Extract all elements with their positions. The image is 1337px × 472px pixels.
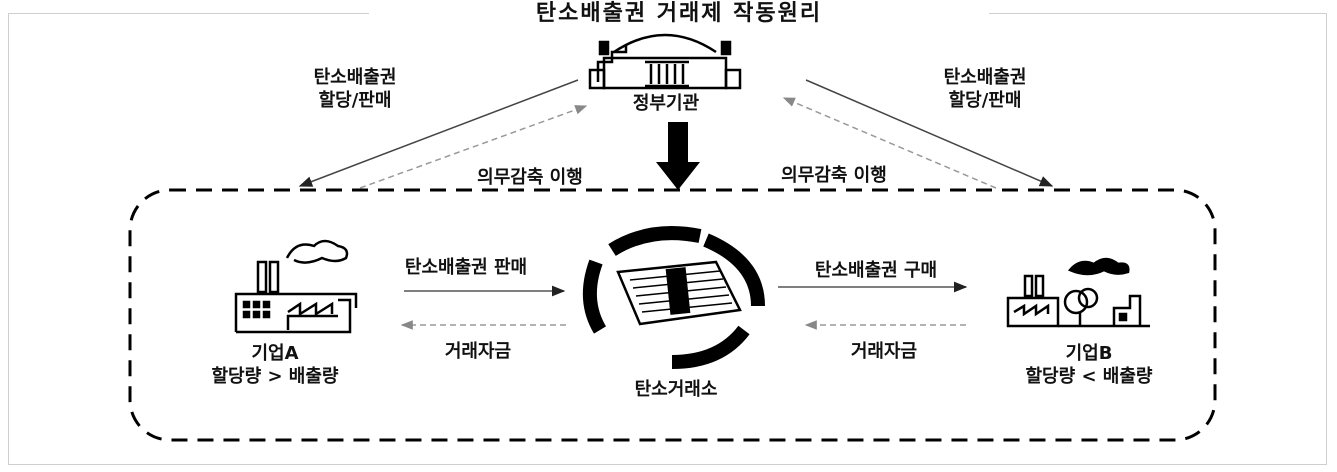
company-a-relation: 할당량 > 배출량 (211, 366, 339, 387)
diagram-frame: 탄소배출권 거래제 작동원리 (8, 2, 1327, 465)
diagram-title: 탄소배출권 거래제 작동원리 (369, 2, 989, 26)
government-building-icon (588, 33, 742, 90)
money-exchange-icon (582, 226, 765, 369)
allocation-left-line1: 탄소배출권 (313, 67, 397, 88)
funds-right-label: 거래자금 (850, 341, 918, 362)
company-b-name: 기업B (1065, 343, 1113, 364)
funds-left-label: 거래자금 (444, 341, 512, 362)
reduction-arrow-right (782, 97, 997, 189)
factory-with-tree-icon (1006, 257, 1150, 328)
company-a-name: 기업A (251, 343, 299, 364)
allocation-right-label: 탄소배출권 할당/판매 (920, 66, 1050, 112)
market-boundary (128, 188, 1217, 442)
sell-label: 탄소배출권 판매 (404, 257, 528, 278)
allocation-right-line1: 탄소배출권 (943, 67, 1027, 88)
exchange-label: 탄소거래소 (634, 379, 718, 400)
reduction-arrow-left (359, 105, 588, 189)
buy-label: 탄소배출권 구매 (814, 260, 938, 281)
allocation-left-line2: 할당/판매 (318, 90, 392, 111)
allocation-left-label: 탄소배출권 할당/판매 (290, 66, 420, 112)
factory-icon (234, 239, 358, 334)
allocation-arrow-right (805, 79, 1054, 187)
allocation-right-line2: 할당/판매 (948, 90, 1022, 111)
big-down-arrow (656, 122, 700, 190)
government-label: 정부기관 (632, 93, 700, 114)
company-a-label: 기업A 할당량 > 배출량 (180, 342, 370, 388)
reduction-right-label: 의무감축 이행 (781, 165, 887, 186)
company-b-relation: 할당량 < 배출량 (1025, 366, 1153, 387)
allocation-arrow-left (298, 79, 579, 187)
reduction-left-label: 의무감축 이행 (477, 167, 583, 188)
company-b-label: 기업B 할당량 < 배출량 (994, 342, 1184, 388)
